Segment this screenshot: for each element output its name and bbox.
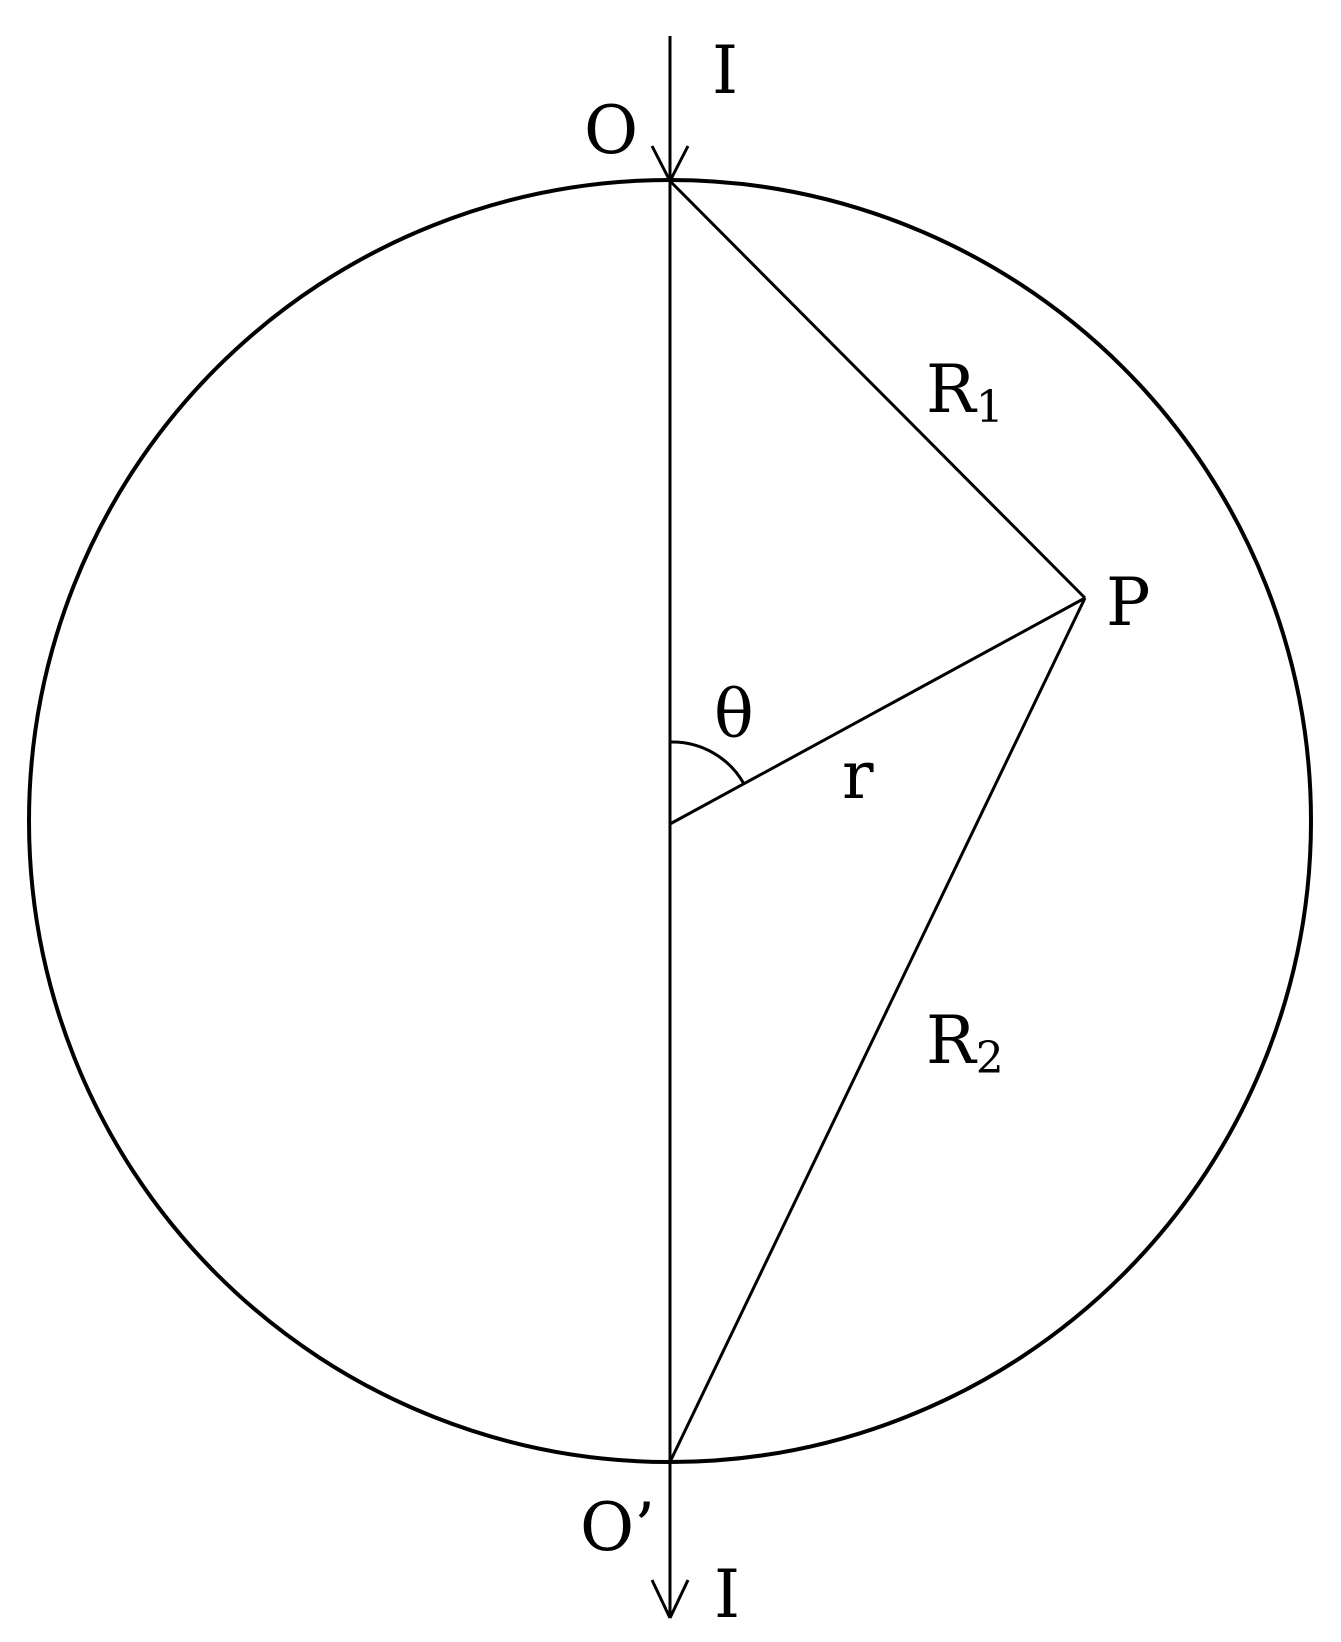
label-theta: θ <box>714 676 754 753</box>
label-point-O-prime: O’ <box>580 1489 655 1566</box>
segment-r <box>669 596 1086 826</box>
label-R2-main: R <box>926 1002 978 1079</box>
label-R2: R2 <box>926 1002 1004 1084</box>
label-r: r <box>842 737 874 814</box>
arrow-down-icon-top <box>650 145 690 182</box>
angle-theta-arc <box>669 740 746 785</box>
label-R2-subscript: 2 <box>976 1033 1004 1084</box>
label-R1-main: R <box>926 351 978 428</box>
segment-R2 <box>668 597 1087 1463</box>
label-current-top: I <box>712 32 738 109</box>
label-R1: R1 <box>926 351 1004 433</box>
label-point-O: O <box>584 92 638 169</box>
arrow-down-icon-bottom <box>650 1579 690 1619</box>
label-current-bottom: I <box>714 1556 740 1633</box>
segment-R1 <box>668 179 1087 600</box>
label-R1-subscript: 1 <box>976 382 1004 433</box>
label-point-P: P <box>1106 564 1150 641</box>
